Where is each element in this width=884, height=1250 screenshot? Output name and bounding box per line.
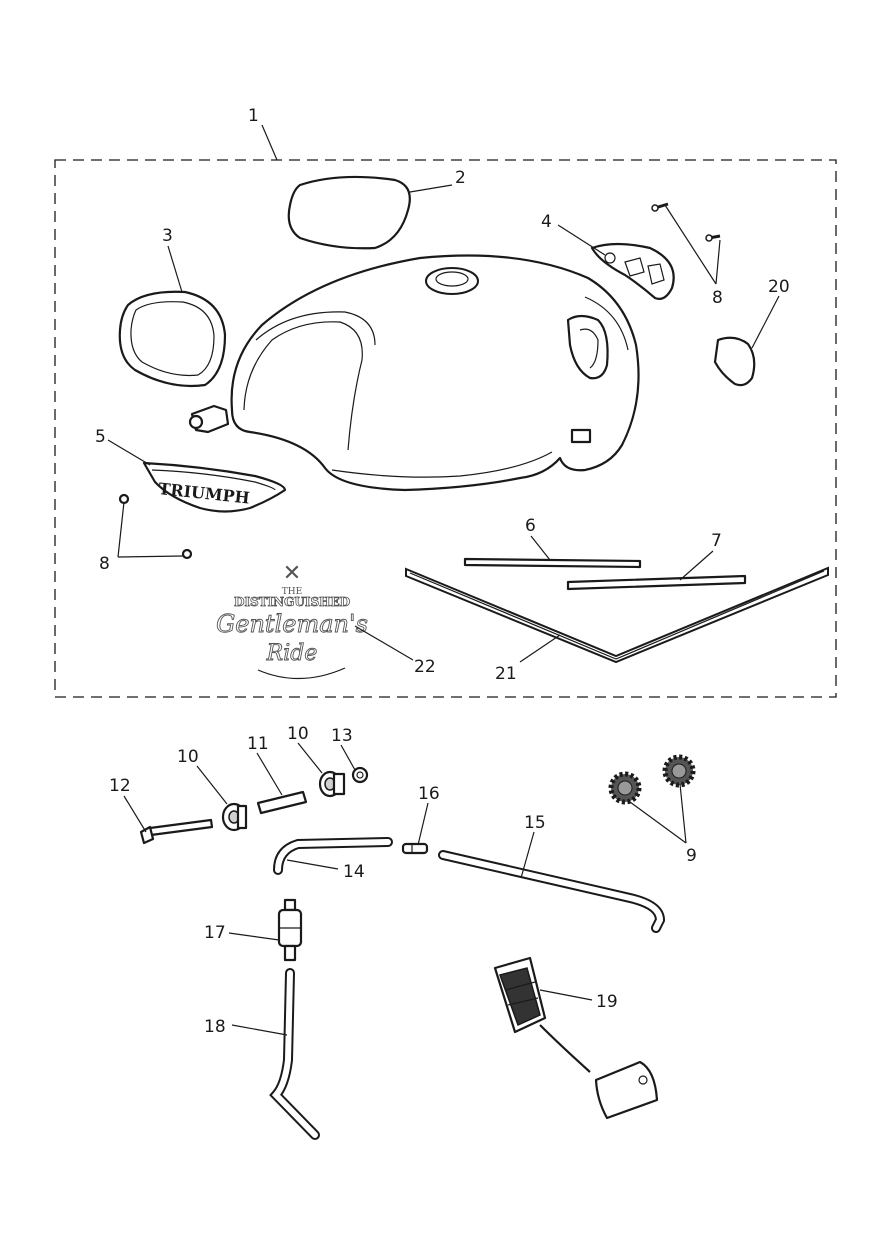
rubber-pad	[713, 336, 756, 387]
callout-21: 21	[495, 664, 517, 684]
fuel-filter	[277, 898, 303, 962]
tank-badge: TRIUMPH	[142, 461, 287, 513]
callout-18: 18	[204, 1017, 226, 1037]
callout-3: 3	[162, 226, 173, 246]
callout-1: 1	[248, 106, 259, 126]
kit-boundary	[54, 159, 837, 698]
spacer-tube	[256, 790, 308, 815]
callout-13: 13	[331, 726, 353, 746]
logo-icon: ✕	[283, 561, 301, 586]
callout-9: 9	[686, 846, 697, 866]
fuel-sender	[493, 956, 659, 1120]
logo-line2: DISTINGUISHED	[234, 595, 350, 609]
callout-14: 14	[343, 862, 365, 882]
trim-strip-upper	[463, 557, 642, 569]
badge-screw-2	[181, 548, 193, 560]
callout-11: 11	[247, 734, 269, 754]
v-stripe	[405, 566, 829, 664]
callout-20: 20	[768, 277, 790, 297]
callout-labels: 1 2 3 4 8 20 5 8 6 7 21 22 10 11 10 13 1…	[95, 106, 790, 1037]
callout-6: 6	[525, 516, 536, 536]
tank-bracket	[590, 242, 675, 300]
breather-hose-long	[438, 850, 666, 933]
trim-strip-lower	[566, 574, 747, 591]
gentlemans-ride-logo: ✕ THE DISTINGUISHED Gentleman's Ride	[216, 561, 368, 680]
logo-line4: Ride	[266, 641, 318, 666]
grommet-1	[221, 802, 248, 832]
gear-1	[608, 771, 642, 805]
callout-22: 22	[414, 657, 436, 677]
fuel-hose	[269, 968, 320, 1140]
badge-screw-1	[118, 493, 130, 505]
callout-19: 19	[596, 992, 618, 1012]
logo-line1: THE	[282, 587, 302, 597]
screw-top-1	[651, 202, 669, 212]
nut	[351, 766, 369, 784]
callout-10b: 10	[287, 724, 309, 744]
callout-2: 2	[455, 168, 466, 188]
gear-2	[662, 754, 696, 788]
screw-top-2	[705, 234, 721, 242]
callout-5: 5	[95, 427, 106, 447]
knee-pad-left	[118, 290, 227, 388]
callout-8a: 8	[712, 288, 723, 308]
knee-pad-right	[287, 175, 411, 250]
grommet-2	[318, 770, 346, 798]
callout-16: 16	[418, 784, 440, 804]
callout-10a: 10	[177, 747, 199, 767]
callout-7: 7	[711, 531, 722, 551]
logo-line3: Gentleman's	[216, 610, 368, 638]
bolt	[139, 818, 214, 845]
fuel-tank	[188, 254, 640, 492]
callout-4: 4	[541, 212, 552, 232]
callout-12: 12	[109, 776, 131, 796]
hose-connector	[401, 842, 429, 855]
callout-17: 17	[204, 923, 226, 943]
callout-15: 15	[524, 813, 546, 833]
callout-8b: 8	[99, 554, 110, 574]
leader-lines	[107, 124, 780, 1036]
